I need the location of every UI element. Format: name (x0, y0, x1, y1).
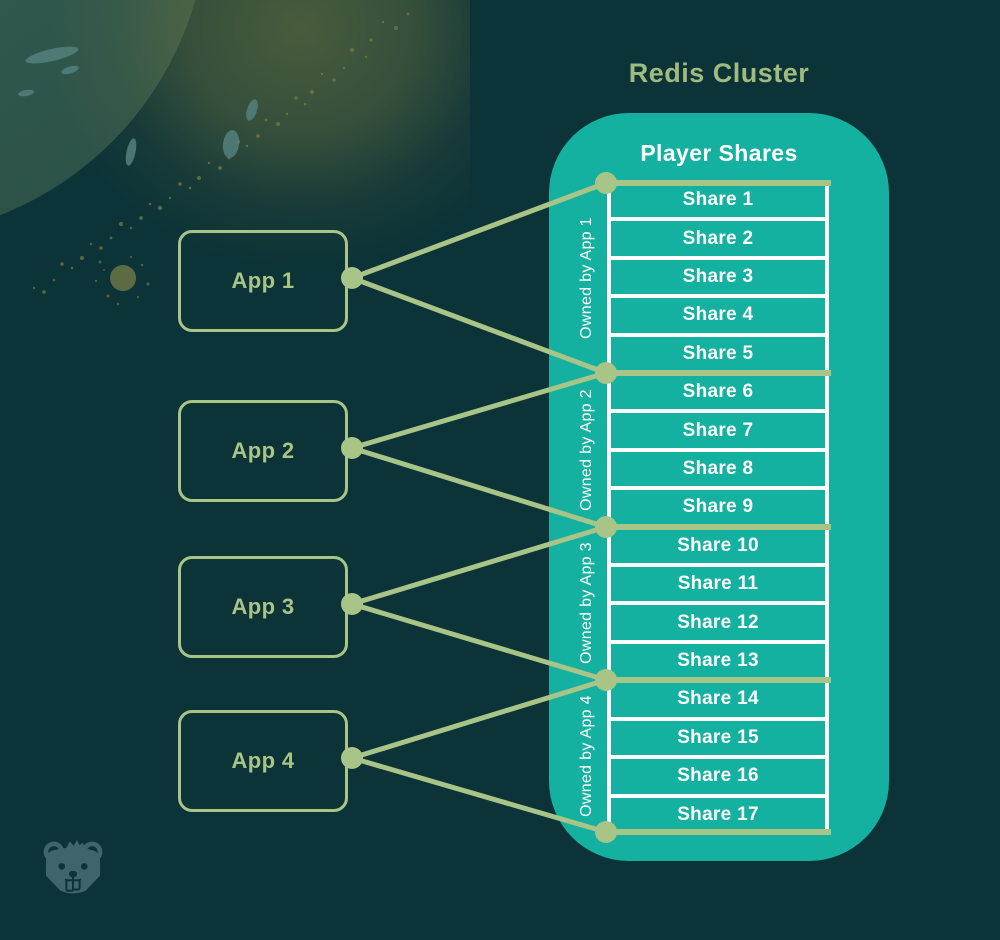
beaver-head (43, 839, 103, 894)
app-box-4: App 4 (178, 710, 348, 812)
share-row: Share 12 (611, 605, 825, 640)
beaver-tooth (65, 879, 74, 892)
app-box-3: App 3 (178, 556, 348, 658)
planet-circle (0, 0, 196, 216)
app-label: App 2 (231, 438, 295, 463)
beaver-nose (69, 871, 77, 877)
app-box-2: App 2 (178, 400, 348, 502)
beaver-mouth (64, 875, 82, 883)
share-row: Share 14 (611, 682, 825, 717)
owned-by-label-app1: Owned by App 1 (578, 217, 595, 339)
small-moon-dot (110, 265, 136, 291)
app-label: App 4 (231, 748, 295, 773)
share-row: Share 5 (611, 336, 825, 372)
app-box-1: App 1 (178, 230, 348, 332)
share-row: Share 16 (611, 759, 825, 794)
share-row: Share 9 (611, 490, 825, 525)
beaver-eye (80, 863, 88, 870)
owned-by-label-app4: Owned by App 4 (578, 695, 595, 817)
moon-dust (94, 255, 150, 306)
share-row: Share 13 (611, 643, 825, 679)
share-row: Share 1 (611, 183, 825, 218)
share-row: Share 6 (611, 375, 825, 410)
share-row: Share 4 (611, 298, 825, 333)
beaver-tooth (72, 879, 81, 891)
owned-by-label-app2: Owned by App 2 (578, 389, 595, 511)
share-row: Share 11 (611, 567, 825, 602)
beaver-eye (58, 863, 66, 870)
share-row: Share 7 (611, 413, 825, 448)
beaver-mascot-icon (43, 839, 103, 894)
share-row: Share 15 (611, 720, 825, 756)
share-row: Share 3 (611, 259, 825, 295)
share-row: Share 10 (611, 528, 825, 564)
share-row: Share 8 (611, 451, 825, 487)
page-title: Redis Cluster (628, 58, 810, 88)
owned-by-label-app3: Owned by App 3 (578, 542, 595, 664)
olive-haze (45, 0, 470, 268)
cluster-title: Player Shares (640, 140, 798, 166)
share-row: Share 17 (611, 797, 825, 832)
share-row: Share 2 (611, 221, 825, 256)
app-label: App 1 (231, 268, 295, 293)
share-ladder: Share 1 Share 2 Share 3 Share 4 Share 5 … (607, 183, 829, 832)
app-label: App 3 (231, 594, 295, 619)
light-streaks (18, 46, 258, 166)
